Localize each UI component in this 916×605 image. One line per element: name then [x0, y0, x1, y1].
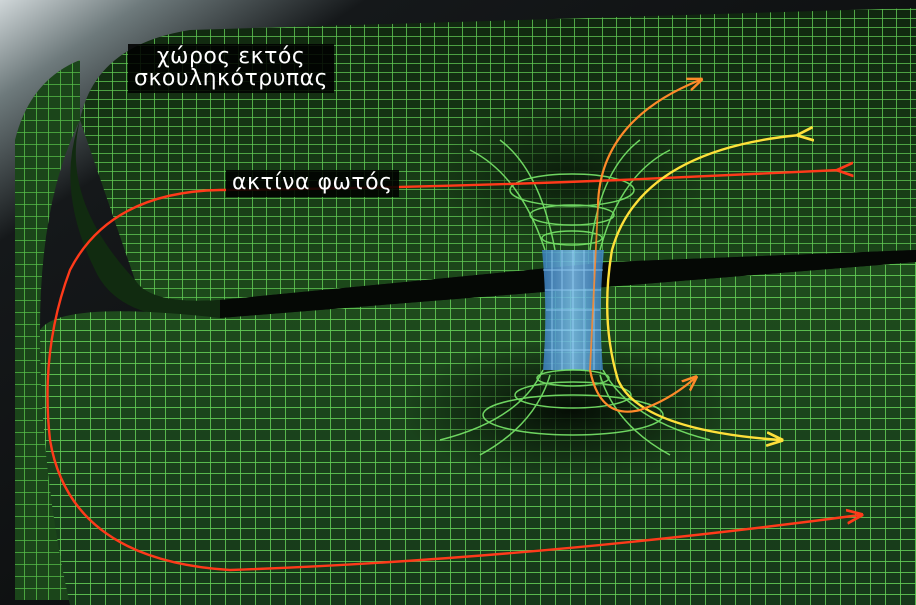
light-ray-yellow-through [606, 135, 800, 440]
lower-funnel [400, 340, 740, 480]
light-ray-orange-top [596, 80, 700, 206]
fold-inner [70, 120, 220, 319]
outside-wormhole-label-line1: χώρος εκτός [156, 44, 306, 69]
light-ray-label: ακτίνα φωτός [226, 170, 399, 197]
fold-side-grid [15, 60, 80, 600]
light-ray-orange-throat [589, 204, 599, 371]
outside-wormhole-label: χώρος εκτός σκουληκότρυπας [128, 44, 335, 93]
lower-funnel-lines [439, 369, 711, 456]
light-ray-orange-bottom [588, 369, 695, 413]
throat-grid [543, 250, 603, 370]
upper-funnel-lines [469, 139, 671, 251]
outside-wormhole-label-line2: σκουληκότρυπας [134, 66, 329, 91]
